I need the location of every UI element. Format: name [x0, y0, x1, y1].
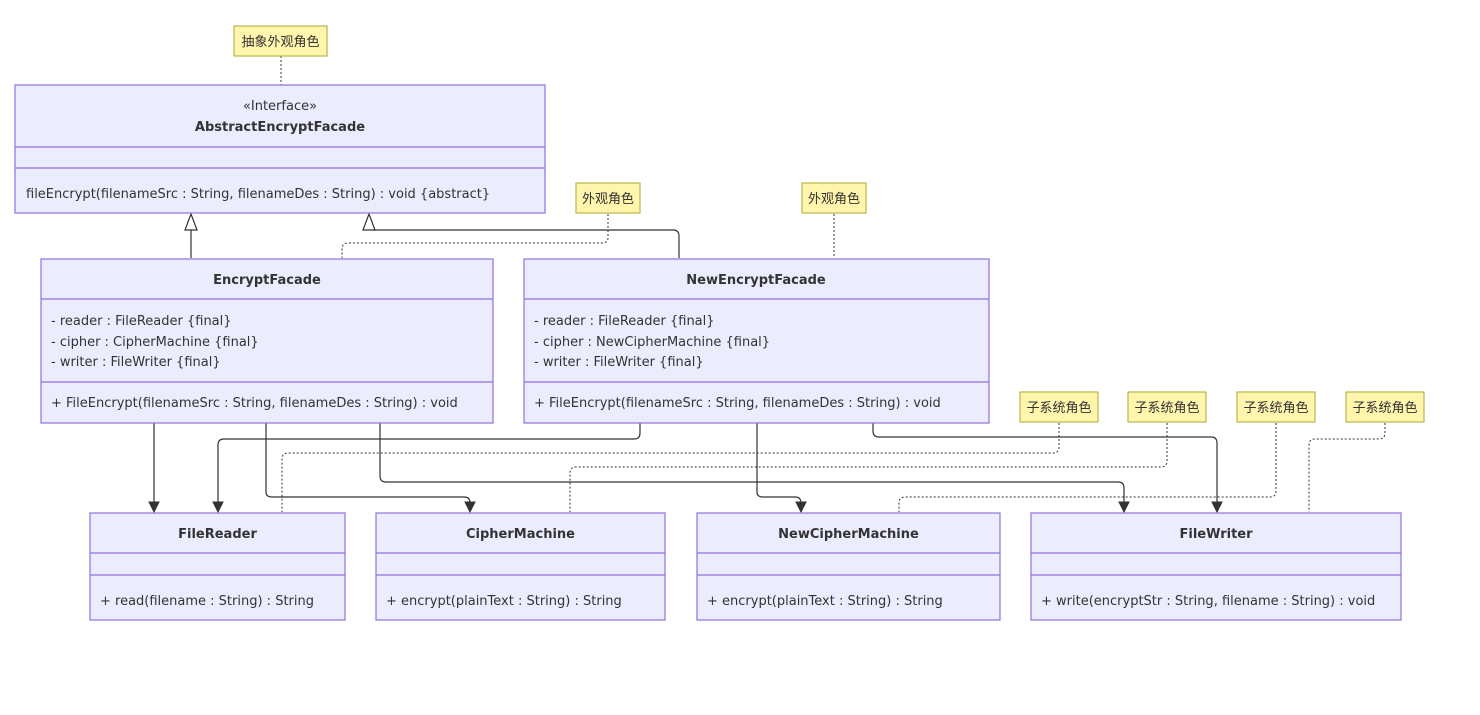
association-edges [154, 423, 1217, 512]
note-text: 子系统角色 [1352, 400, 1417, 416]
class-attribute: - writer : FileWriter {final} [534, 355, 704, 370]
class-name: NewEncryptFacade [686, 273, 826, 288]
note-box [575, 182, 641, 214]
class-method: + encrypt(plainText : String) : String [707, 594, 943, 609]
note-box [801, 182, 867, 214]
class-name: FileReader [178, 527, 257, 542]
realization-triangle [362, 212, 376, 231]
edge-encryptfacade-filewriter [379, 423, 1124, 512]
class-method: + encrypt(plainText : String) : String [386, 594, 622, 609]
class-stereotype: «Interface» [243, 99, 317, 114]
class-box [696, 512, 1001, 621]
note-subsystem-2: 子系统角色 [1127, 391, 1207, 423]
class-abstract-encrypt-facade: «Interface» AbstractEncryptFacade fileEn… [14, 84, 546, 214]
realization-triangle [184, 212, 198, 231]
note-link-subsystem-2 [569, 423, 1168, 512]
class-name: FileWriter [1179, 527, 1253, 542]
note-text: 子系统角色 [1243, 400, 1308, 416]
class-name: EncryptFacade [213, 273, 321, 288]
note-link-subsystem-3 [898, 423, 1277, 512]
class-box [1030, 512, 1402, 621]
note-box [1019, 391, 1099, 423]
class-attribute: - writer : FileWriter {final} [51, 355, 221, 370]
note-text: 外观角色 [582, 191, 634, 207]
class-box [14, 84, 546, 214]
class-method: + FileEncrypt(filenameSrc : String, file… [534, 396, 941, 411]
class-method: + FileEncrypt(filenameSrc : String, file… [51, 396, 458, 411]
class-attribute: - cipher : NewCipherMachine {final} [534, 335, 770, 350]
class-file-reader: FileReader + read(filename : String) : S… [89, 512, 346, 621]
note-link-subsystem-4 [1308, 423, 1386, 512]
note-facade-1: 外观角色 [575, 182, 641, 214]
class-box [375, 512, 666, 621]
class-cipher-machine: CipherMachine + encrypt(plainText : Stri… [375, 512, 666, 621]
class-box [40, 258, 494, 424]
note-text: 外观角色 [808, 191, 860, 207]
class-file-writer: FileWriter + write(encryptStr : String, … [1030, 512, 1402, 621]
edge-newencryptfacade-filereader [218, 423, 641, 512]
class-method: + write(encryptStr : String, filename : … [1041, 594, 1375, 609]
class-name: AbstractEncryptFacade [195, 120, 365, 135]
note-subsystem-4: 子系统角色 [1345, 391, 1425, 423]
note-subsystem-3: 子系统角色 [1236, 391, 1316, 423]
note-link-subsystem-1 [281, 423, 1060, 512]
note-text: 抽象外观角色 [241, 34, 319, 50]
edge-newencryptfacade-newciphermachine [756, 423, 801, 512]
class-box [89, 512, 346, 621]
realization-edges [184, 212, 680, 258]
edge-newencryptfacade-filewriter [872, 423, 1217, 512]
note-box [1236, 391, 1316, 423]
class-method: fileEncrypt(filenameSrc : String, filena… [26, 187, 490, 202]
note-box [1127, 391, 1207, 423]
edge-newencryptfacade-realizes [373, 229, 680, 258]
class-encrypt-facade: EncryptFacade - reader : FileReader {fin… [40, 258, 494, 424]
class-attribute: - reader : FileReader {final} [51, 314, 232, 329]
class-name: NewCipherMachine [778, 527, 919, 542]
note-facade-2: 外观角色 [801, 182, 867, 214]
class-new-cipher-machine: NewCipherMachine + encrypt(plainText : S… [696, 512, 1001, 621]
class-box [523, 258, 990, 424]
note-subsystem-1: 子系统角色 [1019, 391, 1099, 423]
note-text: 子系统角色 [1134, 400, 1199, 416]
class-new-encrypt-facade: NewEncryptFacade - reader : FileReader {… [523, 258, 990, 424]
note-connectors [280, 56, 1386, 512]
note-abstract-facade: 抽象外观角色 [233, 25, 328, 57]
note-box [1345, 391, 1425, 423]
class-method: + read(filename : String) : String [100, 594, 314, 609]
note-box [233, 25, 328, 57]
note-text: 子系统角色 [1026, 400, 1091, 416]
edge-encryptfacade-ciphermachine [265, 423, 470, 512]
class-name: CipherMachine [466, 527, 575, 542]
note-link-facade-1 [341, 214, 609, 258]
class-attribute: - reader : FileReader {final} [534, 314, 715, 329]
class-attribute: - cipher : CipherMachine {final} [51, 335, 259, 350]
